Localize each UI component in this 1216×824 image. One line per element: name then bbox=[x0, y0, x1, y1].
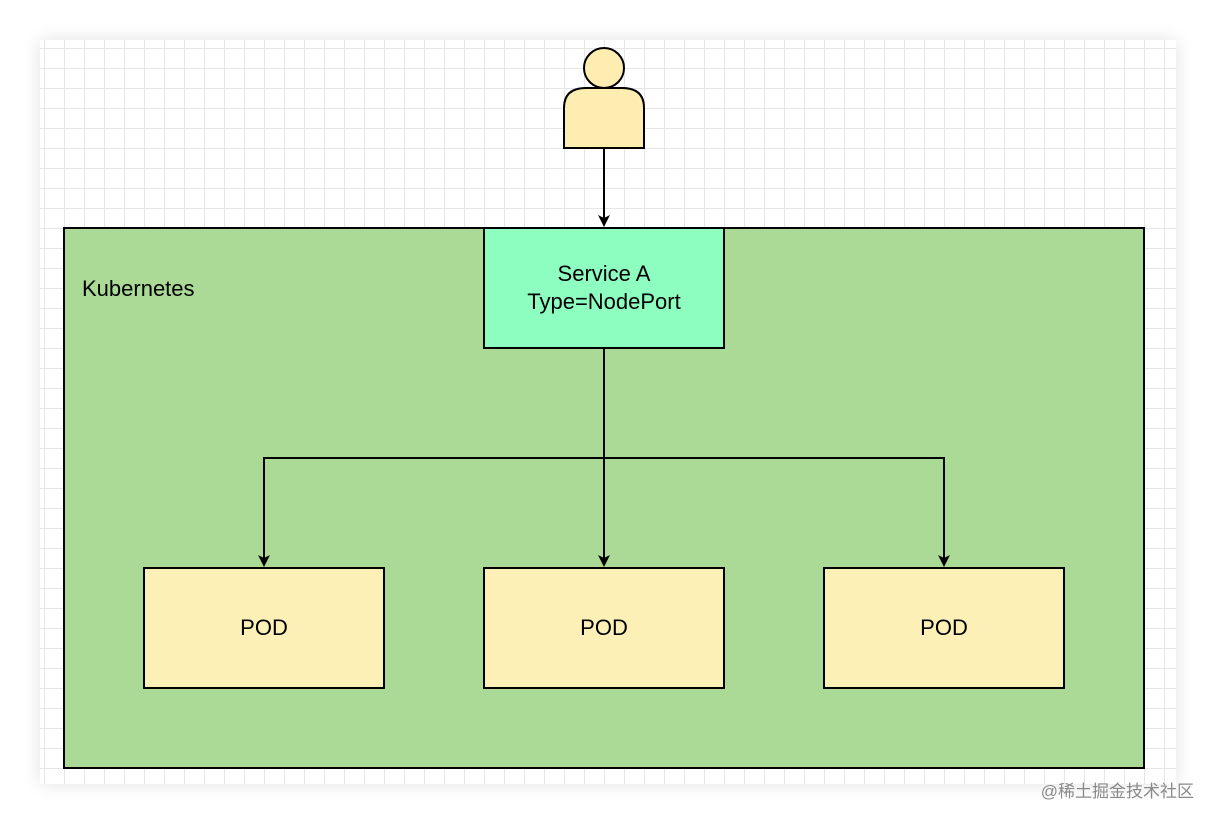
pod-label-2: POD bbox=[580, 615, 628, 640]
pod-box-1[interactable] bbox=[143, 567, 385, 689]
cluster-label: Kubernetes bbox=[82, 276, 195, 301]
service-box[interactable] bbox=[483, 227, 725, 349]
pod-box-2[interactable] bbox=[483, 567, 725, 689]
service-name: Service A bbox=[557, 261, 651, 286]
pod-label-1: POD bbox=[240, 615, 288, 640]
watermark: @稀土掘金技术社区 bbox=[1040, 782, 1194, 801]
user-icon[interactable] bbox=[563, 47, 645, 149]
service-type: Type=NodePort bbox=[527, 289, 681, 314]
pod-label-3: POD bbox=[920, 615, 968, 640]
edge-service-to-pod-3 bbox=[604, 457, 950, 567]
edge-service-to-pod-1 bbox=[258, 457, 604, 567]
service-label: Service A Type=NodePort bbox=[484, 228, 724, 348]
pod-box-3[interactable] bbox=[823, 567, 1065, 689]
